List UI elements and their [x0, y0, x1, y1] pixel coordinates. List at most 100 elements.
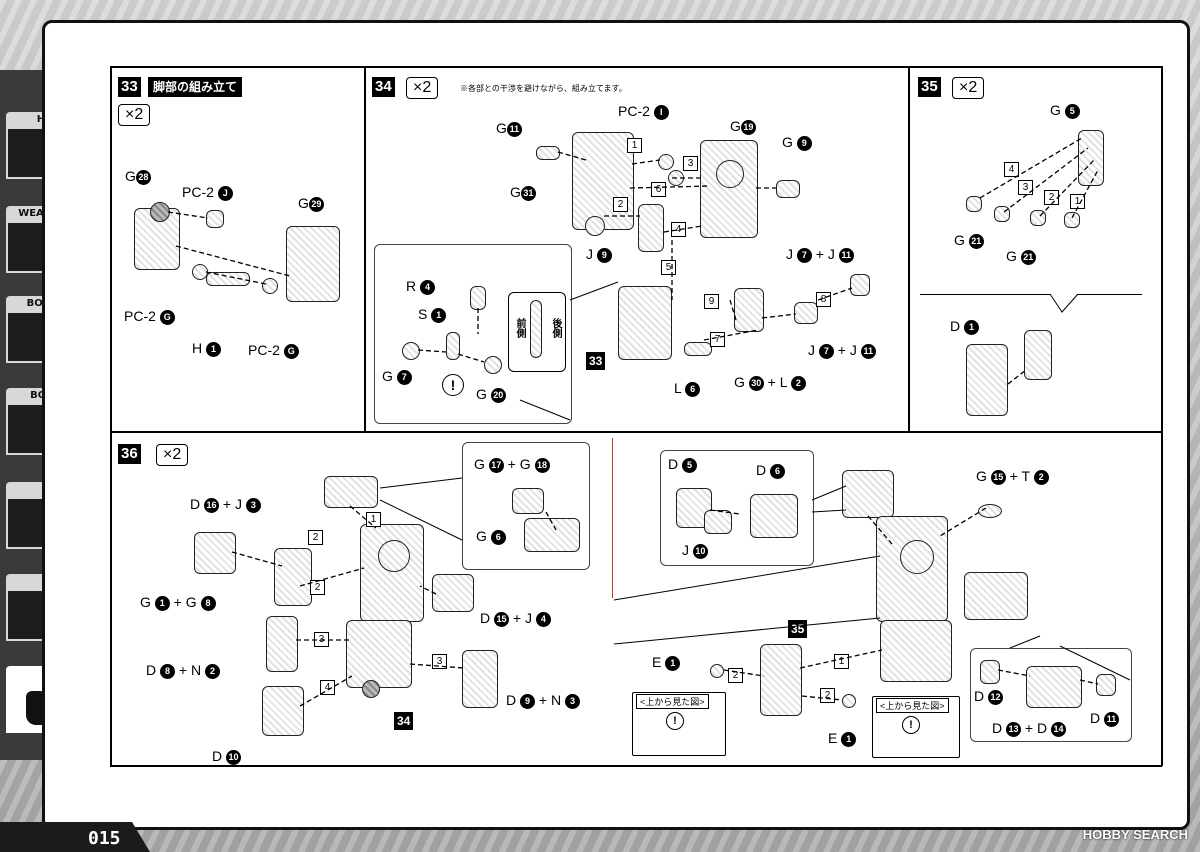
step-33-number: 33 — [118, 77, 141, 97]
step-34-number: 34 — [372, 77, 395, 97]
label-s36-d10: D 10 — [212, 748, 242, 765]
seq-number: 3 — [1018, 180, 1033, 195]
label-s36-d8n2: D 8 + N 2 — [146, 662, 220, 679]
label-s34-r4: R 4 — [406, 278, 436, 295]
part-j7j11-joint-upper — [850, 274, 870, 296]
step-34-note: ※各部との干渉を避けながら、組み立てます。 — [460, 84, 627, 93]
seq-number: 2 — [308, 530, 323, 545]
part-d1-claw — [966, 344, 1008, 416]
part-d12-claw-tip — [980, 660, 1000, 684]
divider-left — [110, 66, 112, 766]
label-s34-g9: G 9 — [782, 134, 812, 151]
part-d8n2-plate — [266, 616, 298, 672]
label-s36-g6: G 6 — [476, 528, 506, 545]
step-34-times: ×2 — [406, 77, 439, 99]
divider-34-35 — [908, 66, 910, 431]
part-claw-assembly-final — [964, 572, 1028, 620]
label-s36-e1-left: E 1 — [652, 654, 681, 671]
page-number: 015 — [88, 828, 121, 849]
seq-number: 2 — [820, 688, 835, 703]
part-d13d14-claw — [1026, 666, 1082, 708]
part-d15j4-cover — [432, 574, 474, 612]
part-pc2g-right — [262, 278, 278, 294]
label-s34-g30l2: G 30 + L 2 — [734, 374, 806, 391]
seq-number: 8 — [816, 292, 831, 307]
label-s34-pc2i: PC-2 I — [618, 103, 669, 120]
divider-33-34 — [364, 66, 366, 431]
part-g31-leg-half — [572, 132, 634, 230]
part-l6-pin — [684, 342, 712, 356]
step-33-title: 脚部の組み立て — [148, 77, 243, 97]
label-s36-d12: D 12 — [974, 688, 1004, 705]
label-front-side: 前側 — [514, 318, 525, 338]
part-final-knee-gear — [900, 540, 934, 574]
label-s35-g21-right: G 21 — [1006, 248, 1036, 265]
divider-bottom — [110, 765, 1162, 767]
ref-step-33: 33 — [586, 352, 606, 370]
part-g5-claw-base — [1078, 130, 1104, 186]
seq-number: 4 — [320, 680, 335, 695]
part-e1-pin-left — [710, 664, 724, 678]
part-g20 — [484, 356, 502, 374]
label-s36-e1-right: E 1 — [828, 730, 857, 747]
part-inset-g6 — [524, 518, 580, 552]
label-s36-d11: D 11 — [1090, 710, 1120, 727]
label-back-side: 後側 — [550, 318, 561, 338]
part-j7j11-joint-lower — [794, 302, 818, 324]
part-final-ankle — [880, 620, 952, 682]
part-g21-a1 — [966, 196, 982, 212]
label-s33-pc2j: PC-2 J — [182, 184, 233, 201]
label-s34-g7: G 7 — [382, 368, 412, 385]
part-g7 — [402, 342, 420, 360]
part-33-assembly — [618, 286, 672, 360]
seq-number: 3 — [432, 654, 447, 669]
part-g29-leg-frame — [286, 226, 340, 302]
step-35-times: ×2 — [952, 77, 985, 99]
label-s36-d9n3: D 9 + N 3 — [506, 692, 580, 709]
label-s34-g20: G 20 — [476, 386, 506, 403]
part-s1 — [446, 332, 460, 360]
step-35-number: 35 — [918, 77, 941, 97]
label-s34-j7j11-top: J 7 + J 11 — [786, 246, 854, 263]
part-j10-hinge — [704, 510, 732, 534]
part-g21-b2 — [1064, 212, 1080, 228]
seq-number: 4 — [1004, 162, 1019, 177]
warning-icon: ! — [902, 716, 920, 734]
seq-number: 3 — [683, 156, 698, 171]
part-g1g8-joint — [274, 548, 312, 606]
callout-line-35-right — [1078, 294, 1142, 295]
part-34-leg-assembly — [346, 620, 412, 688]
part-g15t2-cap — [978, 504, 1002, 518]
label-s36-d16j3: D 16 + J 3 — [190, 496, 261, 513]
page-number-tab: 015 — [0, 822, 150, 852]
part-h1-shaft — [206, 272, 250, 286]
part-knee-gear — [378, 540, 410, 572]
part-35-heel-claw — [760, 644, 802, 716]
label-s36-j10: J 10 — [682, 542, 708, 559]
ref-step-34: 34 — [394, 712, 414, 730]
label-s33-pc2g-right: PC-2 G — [248, 342, 299, 359]
label-s35-d1: D 1 — [950, 318, 980, 335]
seq-number: 9 — [704, 294, 719, 309]
divider-right — [1161, 66, 1163, 766]
seq-number: 2 — [728, 668, 743, 683]
part-d11-claw-cap — [1096, 674, 1116, 696]
label-s34-j9: J 9 — [586, 246, 612, 263]
part-pc2i-left — [658, 154, 674, 170]
warning-icon: ! — [442, 374, 464, 396]
step-33-times: ×2 — [118, 104, 151, 126]
seq-number: 1 — [834, 654, 849, 669]
seq-number: 6 — [651, 182, 666, 197]
part-inset-g17g18 — [512, 488, 544, 514]
label-s33-h1: H 1 — [192, 340, 222, 357]
part-d6-toe — [750, 494, 798, 538]
part-toe-assembly-top — [842, 470, 894, 518]
step-36-times: ×2 — [156, 444, 189, 466]
watermark-text: HOBBY SEARCH — [1082, 827, 1188, 842]
seq-number: 4 — [671, 222, 686, 237]
part-pc2j-cap — [206, 210, 224, 228]
view-from-above-label-left: <上から見た図> — [636, 694, 709, 709]
label-s35-g5: G 5 — [1050, 102, 1080, 119]
part-d10-foot — [262, 686, 304, 736]
